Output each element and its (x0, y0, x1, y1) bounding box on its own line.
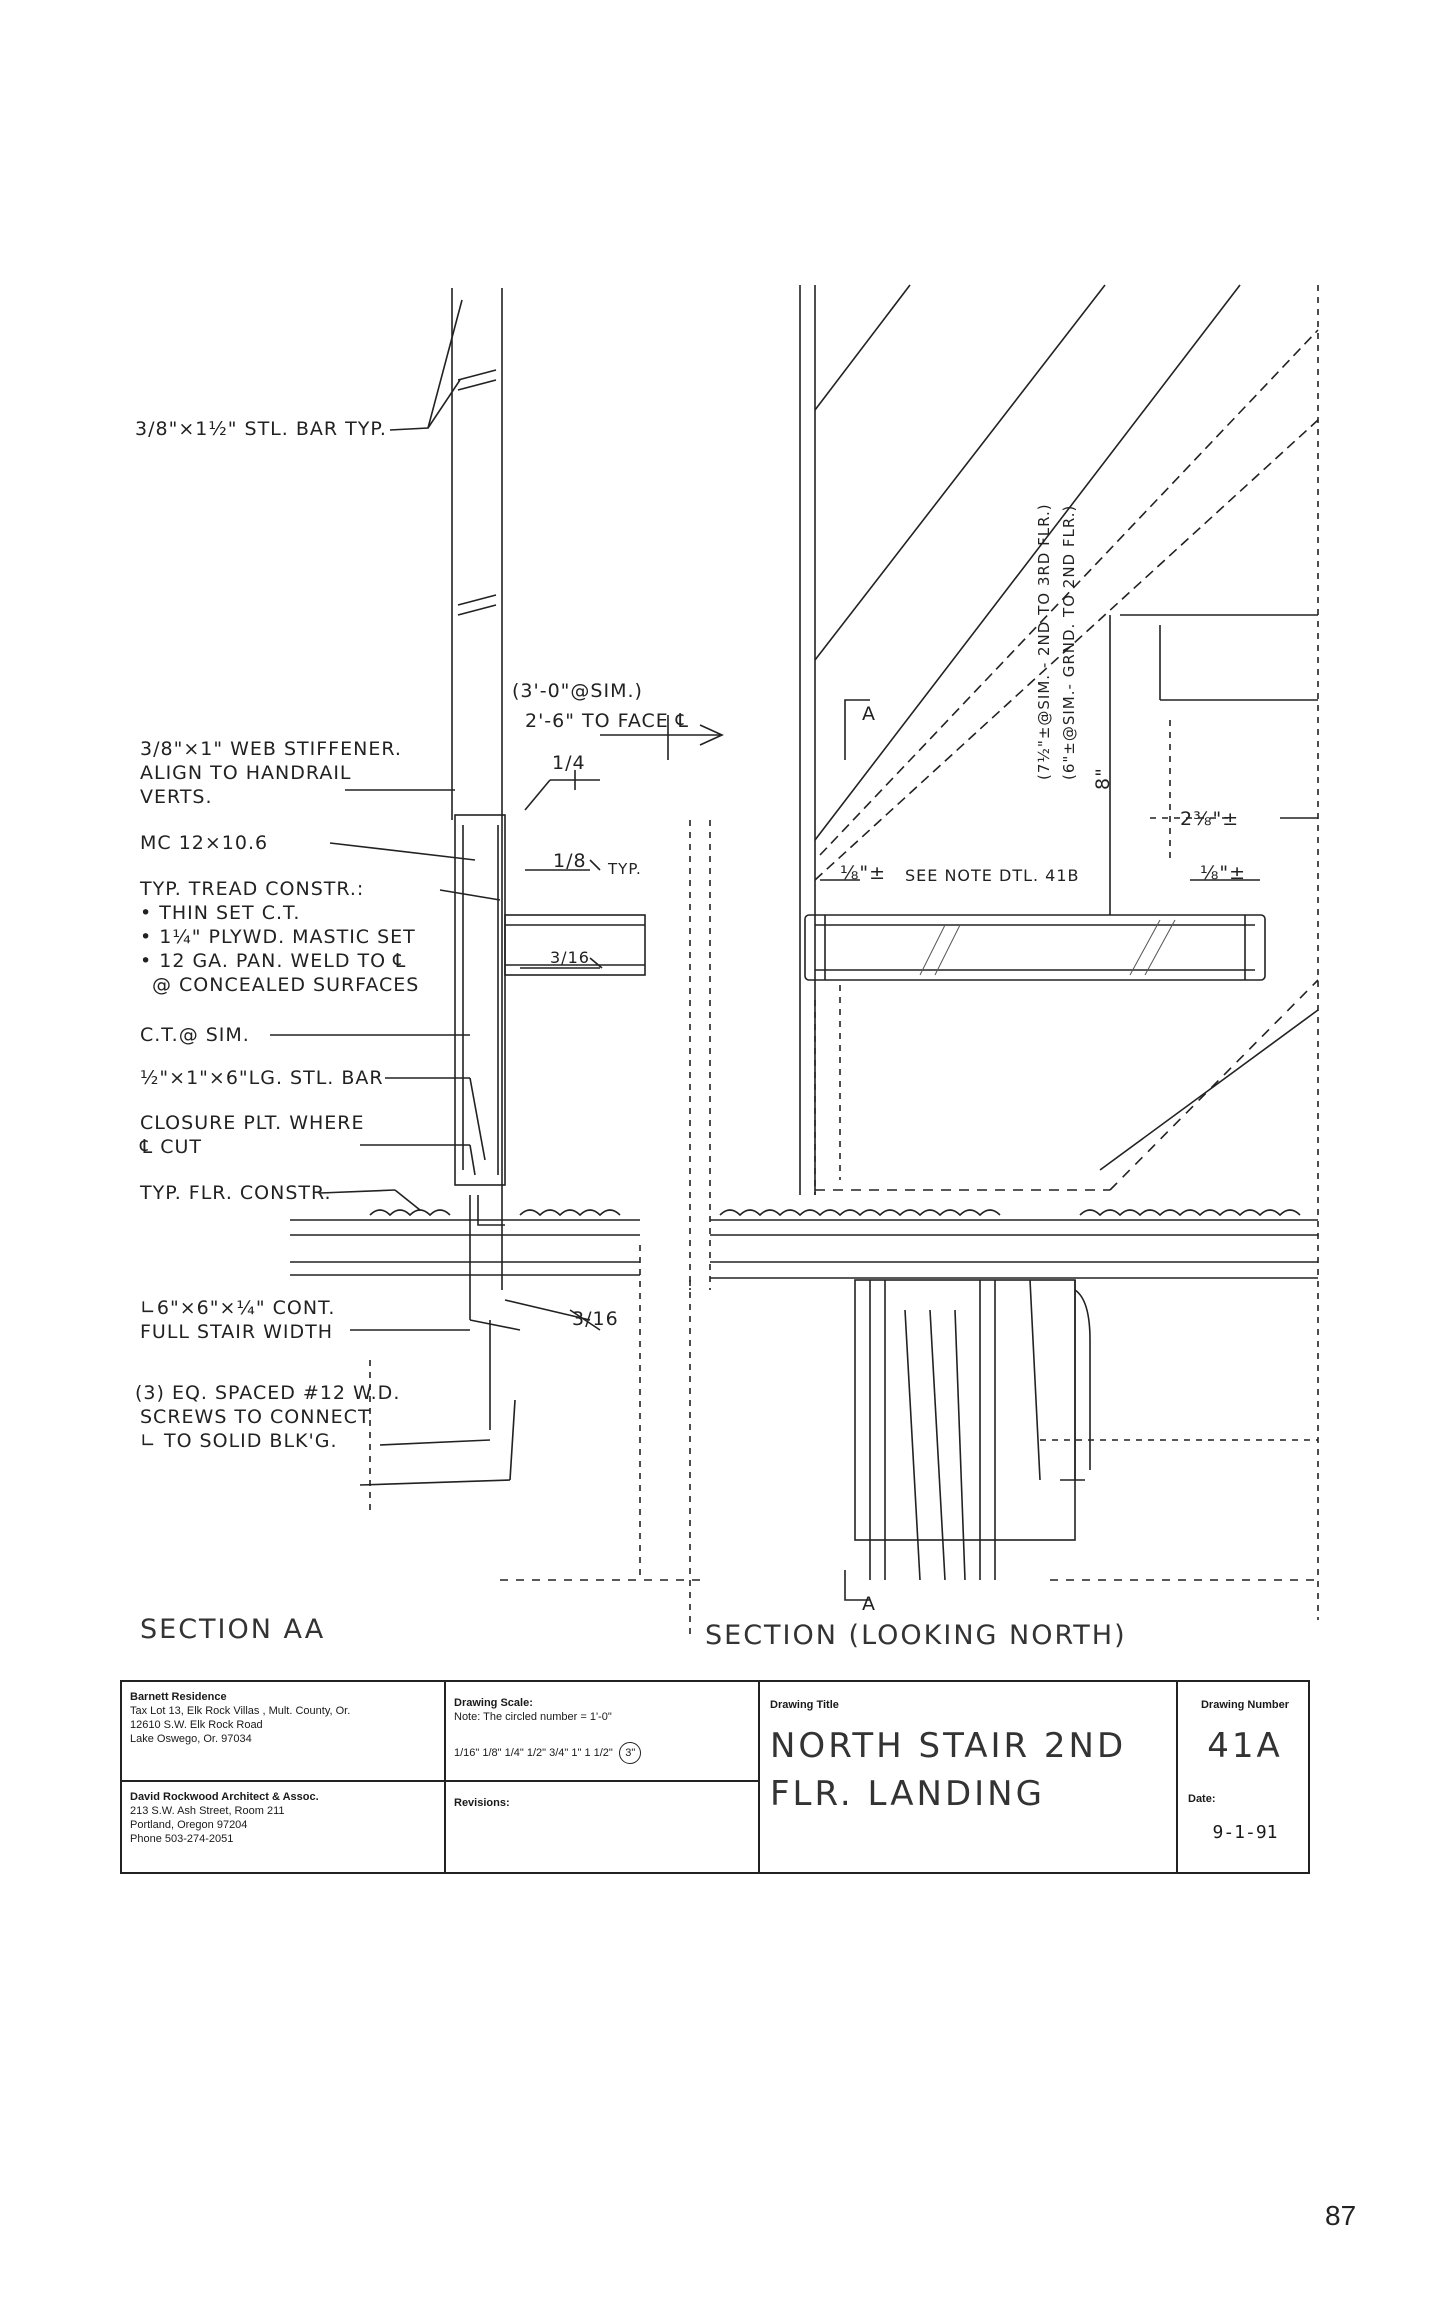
note-web-stiffener-3: VERTS. (140, 786, 213, 808)
weld-quarter: 1/4 (552, 752, 586, 774)
note-screws-2: SCREWS TO CONNECT (140, 1406, 371, 1428)
note-closure-1: CLOSURE PLT. WHERE (140, 1112, 365, 1134)
section-aa-label: SECTION AA (140, 1614, 326, 1645)
date-label: Date: (1188, 1793, 1216, 1805)
note-see-detail: SEE NOTE DTL. 41B (905, 866, 1080, 885)
note-tread-2: • THIN SET C.T. (140, 902, 301, 924)
architect-line-3: Phone 503-274-2051 (130, 1833, 234, 1845)
note-l-cont-2: FULL STAIR WIDTH (140, 1321, 333, 1343)
note-screws-3: ∟ TO SOLID BLK'G. (140, 1430, 338, 1452)
dim-one-eighth-a: ⅛"± (840, 862, 887, 884)
scale-options-row: 1/16" 1/8" 1/4" 1/2" 3/4" 1" 1 1/2" 3" (454, 1742, 750, 1764)
architect-line-2: Portland, Oregon 97204 (130, 1819, 248, 1831)
title-line-2: FLR. LANDING (770, 1774, 1045, 1814)
weld-eighth: 1/8 (553, 850, 587, 872)
note-tread-3: • 1¼" PLYWD. MASTIC SET (140, 926, 416, 948)
drawing-number: Drawing Number 41A Date: 9-1-91 (1180, 1692, 1310, 1846)
section-mark-a-bottom: A (862, 1593, 876, 1615)
architect-line-1: 213 S.W. Ash Street, Room 211 (130, 1805, 285, 1817)
title-line-1: NORTH STAIR 2ND (770, 1726, 1127, 1766)
dim-eight-inch: 8" (1092, 767, 1114, 790)
date-value: 9-1-91 (1212, 1822, 1278, 1843)
note-floor: TYP. FLR. CONSTR. (140, 1182, 332, 1204)
revisions: Revisions: (446, 1790, 758, 1816)
scale-circled: 3" (619, 1742, 642, 1764)
note-bar: 3/8"×1½" STL. BAR TYP. (135, 418, 387, 440)
note-spacing-1: (3'-0"@SIM.) (512, 680, 643, 702)
scale-note: Note: The circled number = 1'-0" (454, 1711, 612, 1723)
note-l-cont-1: ∟6"×6"×¼" CONT. (140, 1297, 336, 1319)
dim-two-three-eighths: 2⅜"± (1180, 808, 1240, 830)
page-number: 87 (1325, 2200, 1357, 2231)
note-web-stiffener-1: 3/8"×1" WEB STIFFENER. (140, 738, 402, 760)
note-spacing-2: 2'-6" TO FACE ℄ (525, 710, 689, 732)
title-label: Drawing Title (770, 1699, 839, 1711)
weld-three-sixteenths-b: 3/16 (572, 1308, 619, 1330)
section-mark-a-top: A (862, 703, 876, 725)
weld-typ: TYP. (608, 860, 642, 878)
drawing-title: Drawing Title NORTH STAIR 2ND FLR. LANDI… (762, 1692, 1174, 1820)
note-ct: C.T.@ SIM. (140, 1024, 250, 1046)
project-info: Barnett Residence Tax Lot 13, Elk Rock V… (122, 1684, 444, 1752)
note-riser-vertical-2: (6"±@SIM.- GRND. TO 2ND FLR.) (1060, 504, 1078, 780)
note-closure-2: ℄ CUT (140, 1136, 203, 1158)
note-tread-4: • 12 GA. PAN. WELD TO ℄ (140, 950, 407, 972)
title-block: Barnett Residence Tax Lot 13, Elk Rock V… (120, 1680, 1310, 1874)
number-value: 41A (1207, 1726, 1283, 1766)
dim-one-eighth-b: ⅛"± (1200, 862, 1247, 884)
project-line-3: Lake Oswego, Or. 97034 (130, 1733, 252, 1745)
architect-info: David Rockwood Architect & Assoc. 213 S.… (122, 1784, 444, 1852)
project-line-1: Tax Lot 13, Elk Rock Villas , Mult. Coun… (130, 1705, 351, 1717)
number-label: Drawing Number (1200, 1699, 1289, 1711)
note-riser-vertical-1: (7½"±@SIM. - 2ND TO 3RD FLR.) (1035, 503, 1053, 780)
drawing-scale: Drawing Scale: Note: The circled number … (446, 1690, 758, 1770)
section-north-label: SECTION (LOOKING NORTH) (705, 1620, 1127, 1651)
revisions-label: Revisions: (454, 1797, 510, 1809)
note-mc: MC 12×10.6 (140, 832, 269, 854)
scale-label: Drawing Scale: (454, 1697, 533, 1709)
project-line-2: 12610 S.W. Elk Rock Road (130, 1719, 263, 1731)
note-screws-1: (3) EQ. SPACED #12 W.D. (135, 1382, 401, 1404)
project-name: Barnett Residence (130, 1691, 227, 1703)
note-web-stiffener-2: ALIGN TO HANDRAIL (140, 762, 352, 784)
scale-options: 1/16" 1/8" 1/4" 1/2" 3/4" 1" 1 1/2" (454, 1747, 613, 1759)
architect-name: David Rockwood Architect & Assoc. (130, 1791, 319, 1803)
weld-three-sixteenths: 3/16 (550, 948, 590, 967)
section-linework (270, 284, 1319, 1640)
note-tread-5: @ CONCEALED SURFACES (152, 974, 420, 996)
note-tread-1: TYP. TREAD CONSTR.: (140, 878, 365, 900)
note-angle-bar: ½"×1"×6"LG. STL. BAR (140, 1067, 384, 1089)
